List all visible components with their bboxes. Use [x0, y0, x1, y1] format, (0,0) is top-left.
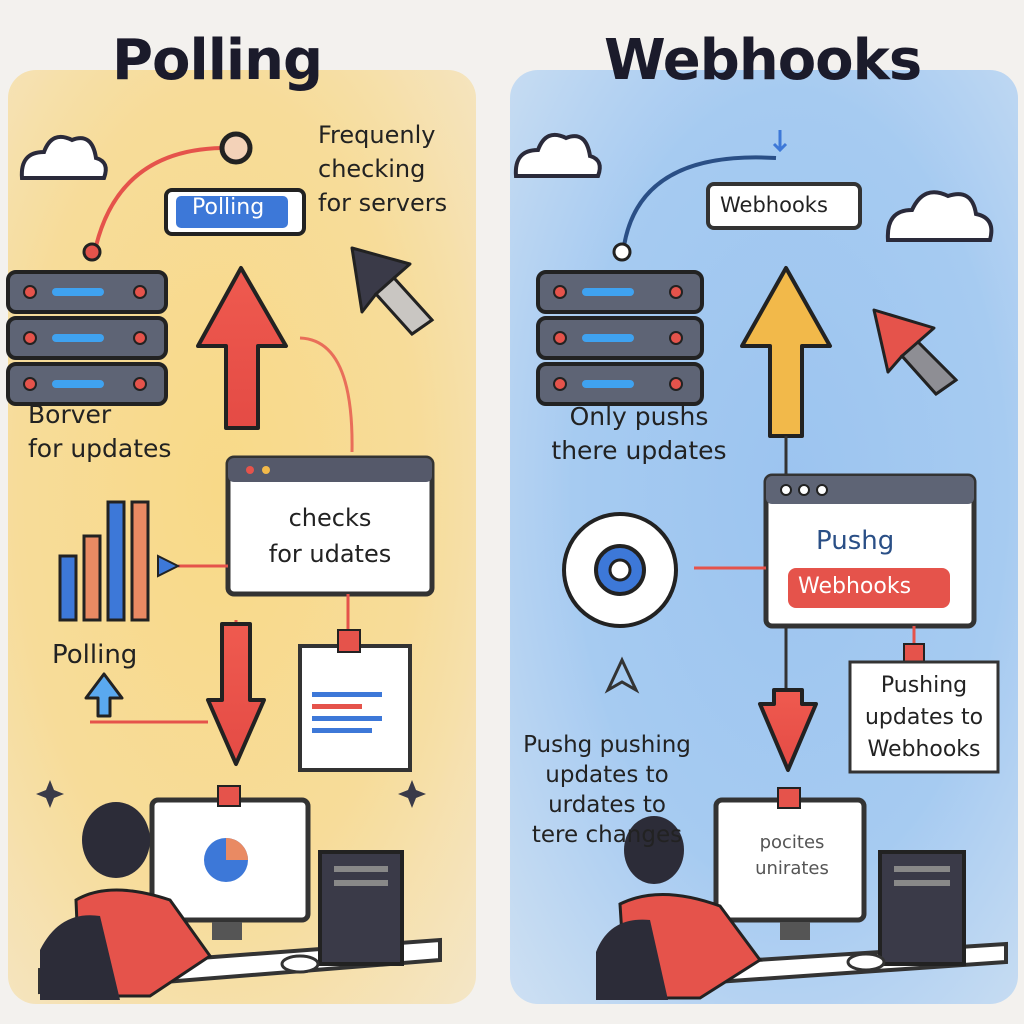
person-icon — [40, 802, 320, 1000]
server-rack-icon — [6, 270, 168, 406]
node-dot — [82, 242, 102, 262]
connector-line — [94, 146, 223, 247]
polling-title: Polling — [112, 28, 323, 93]
browser-window-icon — [225, 455, 435, 597]
polling-note: Frequenly checking for servers — [318, 121, 448, 217]
webhooks-tag: Webhooks — [720, 193, 828, 217]
server-rack-icon — [536, 270, 704, 406]
cloud-icon — [513, 133, 994, 242]
window-text: checks for udates — [268, 504, 392, 568]
server-caption: Borver for updates — [28, 400, 172, 463]
arrow-up-icon — [196, 266, 288, 430]
side-note-box — [848, 660, 1000, 774]
cloud-icon — [19, 135, 108, 180]
webhooks-tag-box — [706, 182, 862, 230]
small-up-arrow-icon — [84, 672, 124, 718]
arrow-down-icon — [758, 688, 818, 772]
person-icon — [596, 816, 886, 1000]
monitor-icon — [713, 787, 867, 940]
webhooks-title: Webhooks — [604, 28, 922, 93]
node-circle — [219, 131, 253, 165]
bottom-note: Pushg pushing updates to urdates to tere… — [523, 732, 691, 848]
pc-tower-icon — [318, 850, 404, 966]
window-badge: Webhooks — [798, 574, 912, 599]
polling-tag-box — [164, 188, 306, 236]
arrow-down-icon — [206, 622, 266, 766]
browser-window-icon — [763, 473, 977, 629]
monitor-icon — [149, 785, 311, 940]
small-up-arrow-icon — [604, 656, 640, 694]
pc-tower-icon — [878, 850, 966, 966]
bar-chart-icon — [58, 500, 150, 622]
chart-caption: Polling — [52, 640, 138, 670]
webhooks-note: Only pushs there updates — [551, 402, 727, 465]
screen-text: ‌pocites unirates — [755, 832, 829, 879]
sparkle-icon — [36, 780, 64, 808]
play-marker — [157, 554, 181, 578]
sparkle-icon — [398, 780, 426, 808]
side-note: Pushing updates to Webhooks — [864, 673, 984, 762]
target-icon — [562, 512, 678, 628]
document-icon — [298, 629, 412, 772]
connector-line — [622, 155, 777, 247]
cursor-icon — [872, 308, 959, 396]
cursor-icon — [350, 246, 435, 336]
arrow-up-icon — [740, 266, 832, 438]
window-line1: Pushg — [816, 526, 895, 556]
polling-tag: Polling — [192, 195, 265, 220]
